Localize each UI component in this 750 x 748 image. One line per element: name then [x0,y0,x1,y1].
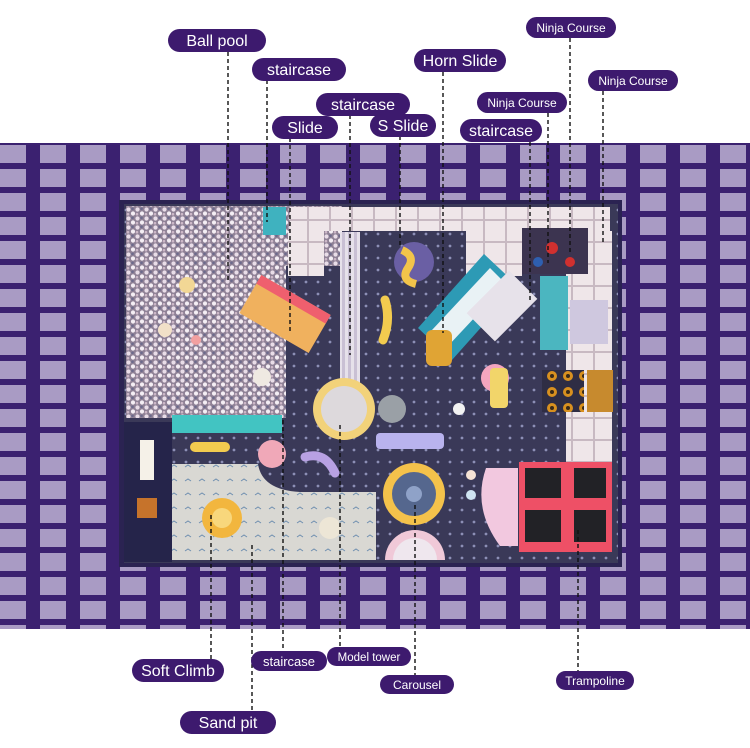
leader-lines [210,38,604,710]
model-tower [313,378,406,440]
s-slide [394,242,434,288]
floor-plan [119,200,622,567]
label-ninja-course-3: Ninja Course [598,74,668,88]
label-ninja-course-1: Ninja Course [536,21,606,35]
label-staircase-top: staircase [267,62,331,79]
carousel [383,463,445,525]
horn-slide [418,254,538,366]
label-sand-pit: Sand pit [199,715,258,732]
label-pills: Ball pool staircase staircase Slide S Sl… [132,17,678,734]
top-tile-row [290,207,610,231]
slide-ramp [239,274,331,354]
label-slide: Slide [287,120,323,137]
label-ball-pool: Ball pool [186,33,247,50]
label-carousel: Carousel [393,678,441,692]
label-model-tower: Model tower [338,652,401,664]
trampoline [519,462,612,552]
label-ninja-course-2: Ninja Course [487,96,557,110]
label-trampoline: Trampoline [565,674,625,688]
label-soft-climb: Soft Climb [141,663,215,680]
label-horn-slide: Horn Slide [423,53,498,70]
label-staircase-mid: staircase [331,97,395,114]
label-s-slide: S Slide [378,118,429,135]
label-staircase-bottom: staircase [263,654,315,669]
label-staircase-right: staircase [469,123,533,140]
